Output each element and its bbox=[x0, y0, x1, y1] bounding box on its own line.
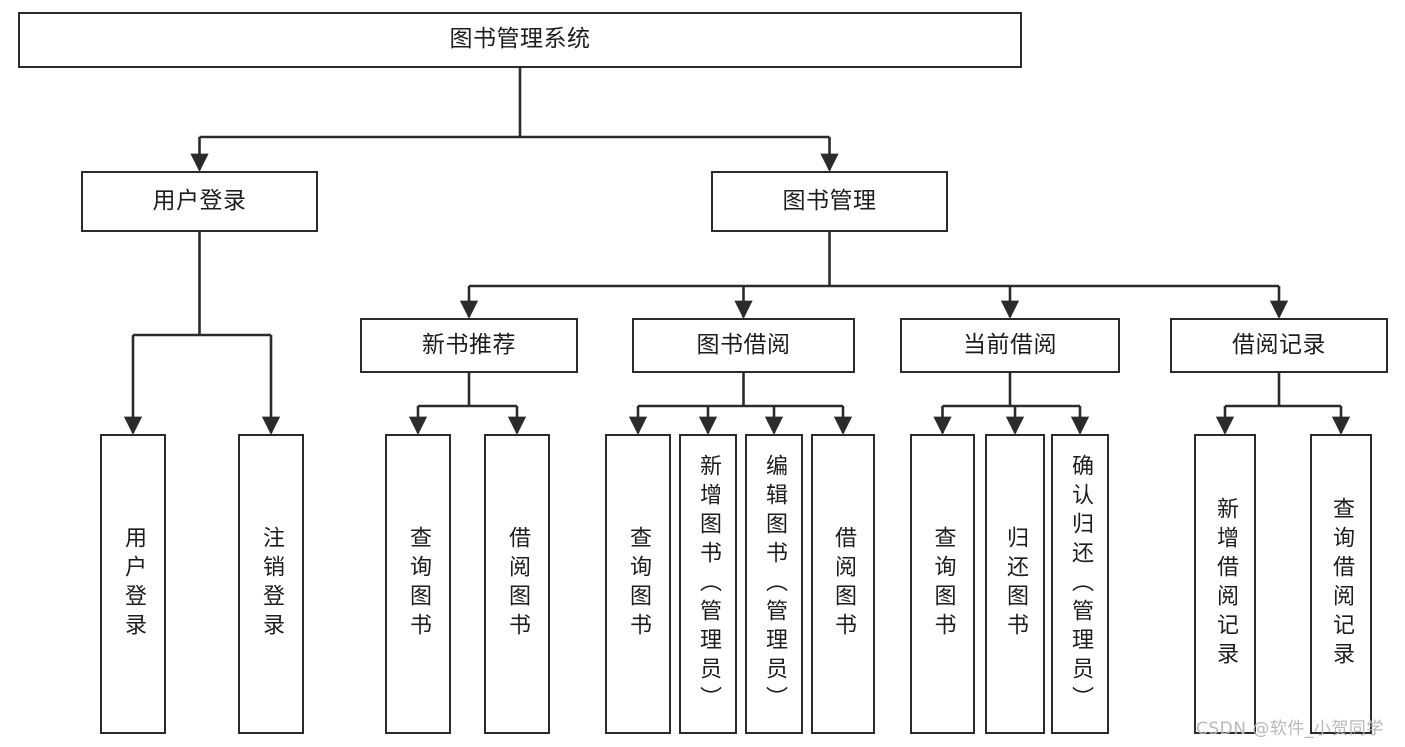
node-label: 借阅图书 bbox=[831, 526, 856, 642]
node-label: 查询借阅记录 bbox=[1329, 497, 1354, 671]
node-leaf-borrow-book-2[interactable]: 借阅图书 bbox=[811, 434, 875, 734]
node-leaf-confirm-ret[interactable]: 确认归还（管理员） bbox=[1051, 434, 1109, 734]
node-label: 借阅图书 bbox=[505, 526, 530, 642]
node-borrow-record[interactable]: 借阅记录 bbox=[1170, 318, 1388, 373]
node-leaf-user-login[interactable]: 用户登录 bbox=[100, 434, 166, 734]
node-leaf-query-book-1[interactable]: 查询图书 bbox=[385, 434, 451, 734]
node-label: 图书借阅 bbox=[696, 331, 791, 358]
node-label: 当前借阅 bbox=[963, 331, 1057, 358]
node-label: 借阅记录 bbox=[1232, 331, 1326, 358]
node-label: 注销登录 bbox=[259, 526, 284, 642]
node-book-borrow[interactable]: 图书借阅 bbox=[632, 318, 855, 373]
node-label: 归还图书 bbox=[1003, 526, 1028, 642]
node-root[interactable]: 图书管理系统 bbox=[18, 12, 1022, 68]
node-leaf-query-record[interactable]: 查询借阅记录 bbox=[1310, 434, 1372, 734]
node-current-borrow[interactable]: 当前借阅 bbox=[900, 318, 1120, 373]
node-leaf-edit-book[interactable]: 编辑图书（管理员） bbox=[745, 434, 803, 734]
node-user-login[interactable]: 用户登录 bbox=[81, 171, 318, 232]
node-label: 用户登录 bbox=[121, 526, 146, 642]
node-label: 查询图书 bbox=[930, 526, 956, 642]
node-label: 图书管理系统 bbox=[449, 26, 591, 53]
node-leaf-user-logout[interactable]: 注销登录 bbox=[238, 434, 304, 734]
node-leaf-add-book[interactable]: 新增图书（管理员） bbox=[679, 434, 737, 734]
node-label: 确认归还（管理员） bbox=[1068, 453, 1093, 715]
node-book-manage[interactable]: 图书管理 bbox=[711, 171, 948, 232]
node-label: 查询图书 bbox=[626, 526, 651, 642]
node-label: 新增图书（管理员） bbox=[696, 453, 721, 715]
node-label: 图书管理 bbox=[782, 187, 877, 214]
node-leaf-query-book-3[interactable]: 查询图书 bbox=[910, 434, 975, 734]
node-leaf-borrow-book-1[interactable]: 借阅图书 bbox=[484, 434, 550, 734]
connector-group bbox=[123, 68, 1351, 435]
node-new-book-rec[interactable]: 新书推荐 bbox=[360, 318, 578, 373]
node-label: 编辑图书（管理员） bbox=[762, 453, 787, 715]
node-label: 用户登录 bbox=[152, 187, 247, 214]
node-label: 查询图书 bbox=[406, 526, 431, 642]
node-label: 新书推荐 bbox=[422, 331, 516, 358]
node-leaf-return-book[interactable]: 归还图书 bbox=[985, 434, 1045, 734]
node-leaf-add-record[interactable]: 新增借阅记录 bbox=[1194, 434, 1256, 734]
node-leaf-query-book-2[interactable]: 查询图书 bbox=[605, 434, 671, 734]
watermark-label: CSDN @软件_小贺同学 bbox=[1196, 719, 1384, 739]
node-label: 新增借阅记录 bbox=[1213, 497, 1238, 671]
